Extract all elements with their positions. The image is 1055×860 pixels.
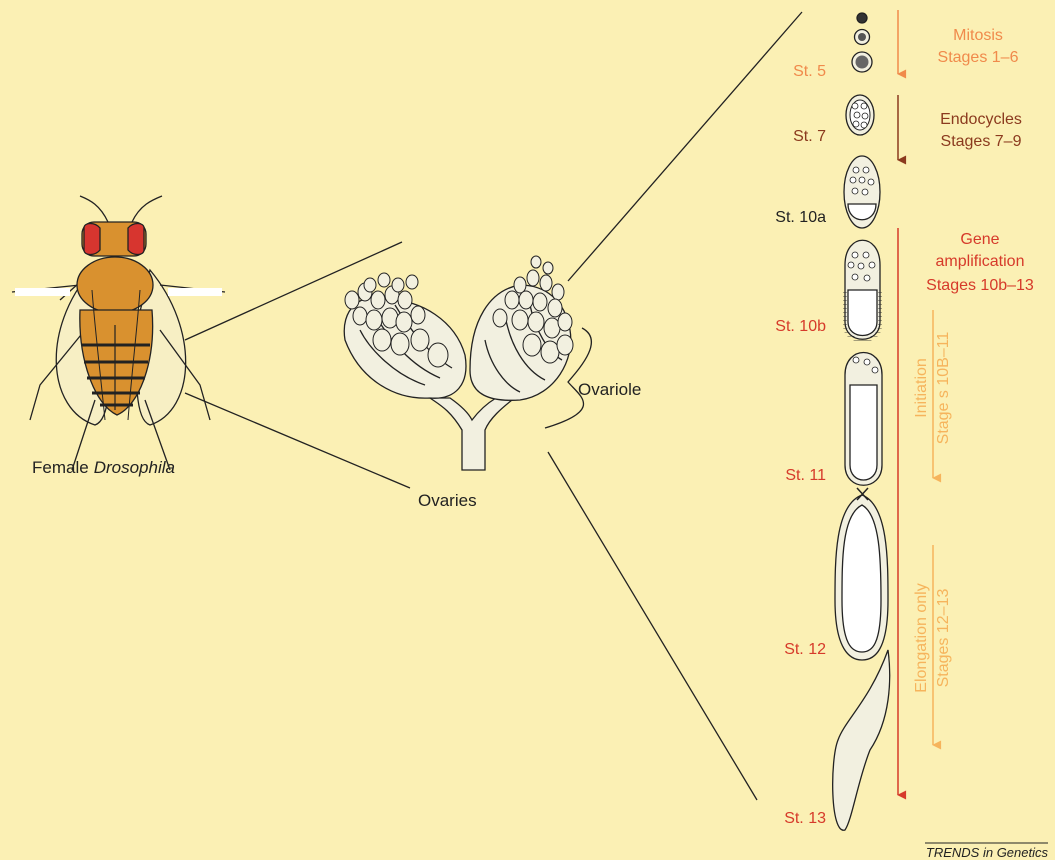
- egg-chamber-tiny: [857, 13, 867, 23]
- stage-label-7: St. 7: [793, 128, 826, 145]
- stage-labels: St. 5 St. 7 St. 10a St. 10b St. 11 St. 1…: [775, 63, 826, 827]
- gene-amp-range: Stages 10b–13: [926, 277, 1034, 294]
- phase-labels: Mitosis Stages 1–6 Endocycles Stages 7–9…: [926, 27, 1034, 294]
- ovaries-label: Ovaries: [418, 491, 477, 510]
- gene-amp-line1: Gene: [960, 231, 999, 248]
- endocycles-title: Endocycles: [940, 111, 1022, 128]
- stage-label-10b: St. 10b: [775, 318, 826, 335]
- mitosis-range: Stages 1–6: [938, 49, 1019, 66]
- egg-chamber-st13: [833, 650, 890, 830]
- fly-label-text: Female: [32, 458, 89, 477]
- stage-label-13: St. 13: [784, 810, 826, 827]
- elongation-title: Elongation only: [913, 583, 930, 692]
- stage-label-10a: St. 10a: [775, 209, 826, 226]
- egg-chamber-series: [833, 13, 890, 830]
- ovariole-label: Ovariole: [578, 380, 641, 399]
- stage-label-11: St. 11: [785, 467, 826, 484]
- fly-illustration: [12, 196, 225, 470]
- stage-label-12: St. 12: [784, 641, 826, 658]
- initiation-range: Stage s 10B–11: [935, 332, 952, 445]
- gene-amp-line2: amplification: [936, 253, 1025, 270]
- fly-species: Drosophila: [94, 458, 175, 477]
- endocycles-range: Stages 7–9: [941, 133, 1022, 150]
- credit-label: TRENDS in Genetics: [926, 845, 1049, 860]
- mitosis-title: Mitosis: [953, 27, 1003, 44]
- initiation-title: Initiation: [913, 358, 930, 418]
- stage-label-5: St. 5: [793, 63, 826, 80]
- elongation-range: Stages 12–13: [935, 589, 952, 688]
- fly-label: Female Drosophila: [32, 458, 175, 477]
